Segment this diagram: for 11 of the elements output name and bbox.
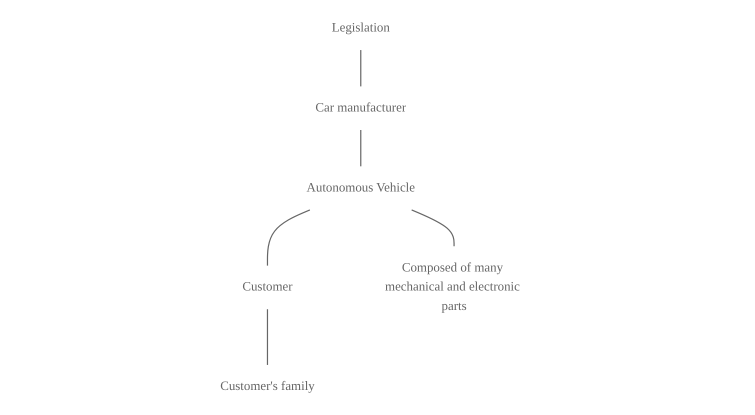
node-text: Customer (242, 280, 293, 294)
connector (360, 130, 362, 166)
connector (266, 309, 268, 365)
connector (411, 209, 455, 246)
connector (266, 209, 310, 266)
node-text: Autonomous Vehicle (306, 180, 416, 195)
node-text: Car manufacturer (315, 100, 406, 115)
node-text: Composed of many mechanical and electronic parts (385, 260, 520, 314)
connector (360, 50, 362, 86)
node-text: Customer's family (220, 379, 315, 394)
node-text: Legislation (332, 20, 390, 35)
